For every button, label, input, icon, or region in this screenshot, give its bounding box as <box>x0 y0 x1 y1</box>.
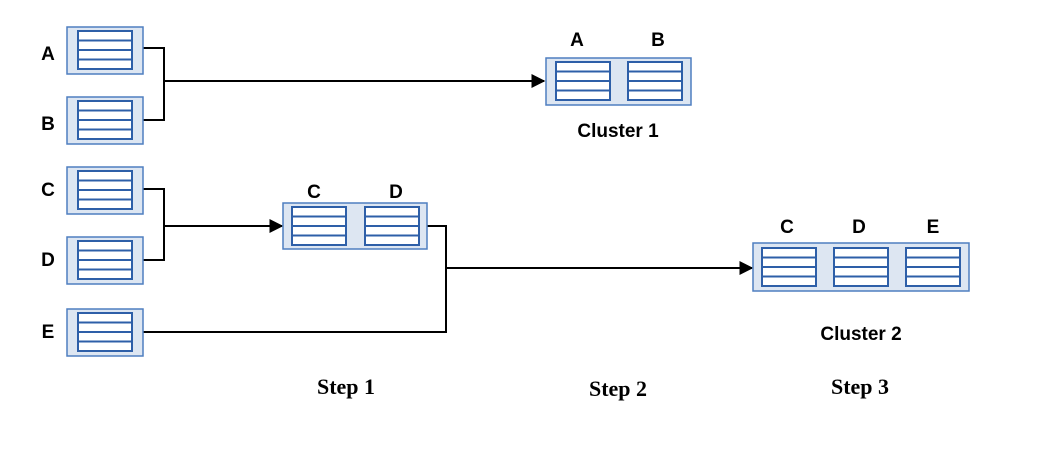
item-d: D <box>41 236 144 285</box>
item-label: E <box>42 322 55 343</box>
item-e: E <box>42 308 144 357</box>
member-label: D <box>852 217 866 238</box>
item-label: B <box>41 114 55 135</box>
table-icon <box>364 206 420 246</box>
step-label: Step 2 <box>589 376 647 401</box>
member-label: E <box>927 217 940 238</box>
merge-cd-box: C D <box>282 182 428 250</box>
member-label: C <box>307 182 321 203</box>
step-label: Step 3 <box>831 374 889 399</box>
member-label: C <box>780 217 794 238</box>
item-b: B <box>41 96 144 145</box>
table-icon <box>77 312 133 352</box>
table-icon <box>761 247 817 287</box>
connector-cd-e <box>143 225 447 333</box>
cluster-2-box: C D E Cluster 2 <box>752 217 970 345</box>
member-label: B <box>651 30 665 51</box>
table-icon <box>77 30 133 70</box>
table-icon <box>77 170 133 210</box>
cluster-1-box: A B Cluster 1 <box>545 30 692 142</box>
table-icon <box>833 247 889 287</box>
table-icon <box>77 240 133 280</box>
item-a: A <box>41 26 144 75</box>
connector-lines <box>143 47 754 333</box>
member-label: D <box>389 182 403 203</box>
connector-a-b <box>143 47 165 121</box>
item-c: C <box>41 166 144 215</box>
connector-c-d <box>143 188 165 261</box>
table-icon <box>291 206 347 246</box>
item-label: D <box>41 250 55 271</box>
cluster-label: Cluster 2 <box>820 324 901 345</box>
table-icon <box>905 247 961 287</box>
cluster-label: Cluster 1 <box>577 121 659 142</box>
item-label: A <box>41 44 55 65</box>
step-label: Step 1 <box>317 374 375 399</box>
table-icon <box>77 100 133 140</box>
item-label: C <box>41 180 55 201</box>
table-icon <box>627 61 683 101</box>
table-icon <box>555 61 611 101</box>
member-label: A <box>570 30 584 51</box>
